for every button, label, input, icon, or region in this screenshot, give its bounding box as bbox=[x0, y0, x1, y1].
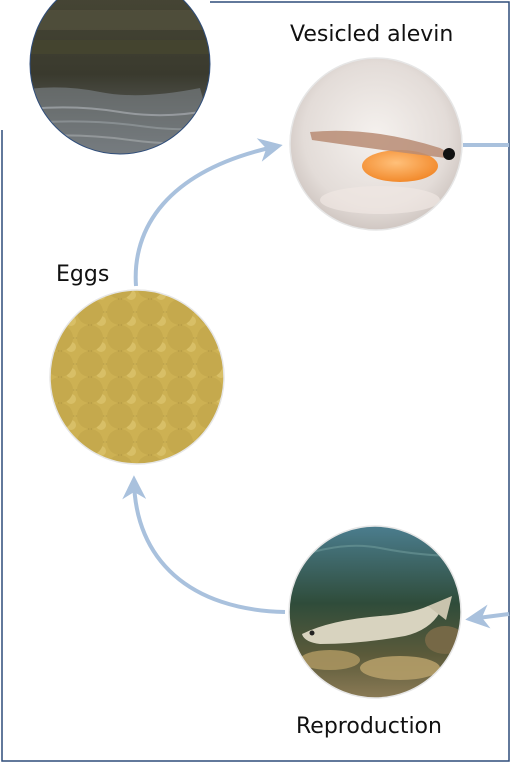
river-photo bbox=[20, 0, 220, 160]
cycle-arrow-icon bbox=[470, 614, 509, 619]
cycle-arrow-icon bbox=[136, 146, 278, 286]
label-vesicled-alevin: Vesicled alevin bbox=[290, 22, 453, 47]
label-eggs: Eggs bbox=[56, 262, 109, 287]
cycle-arrow-icon bbox=[134, 480, 285, 612]
fish-photo bbox=[289, 526, 465, 698]
label-reproduction: Reproduction bbox=[296, 714, 442, 739]
alevin-photo bbox=[290, 58, 462, 230]
eggs-photo bbox=[50, 290, 224, 464]
